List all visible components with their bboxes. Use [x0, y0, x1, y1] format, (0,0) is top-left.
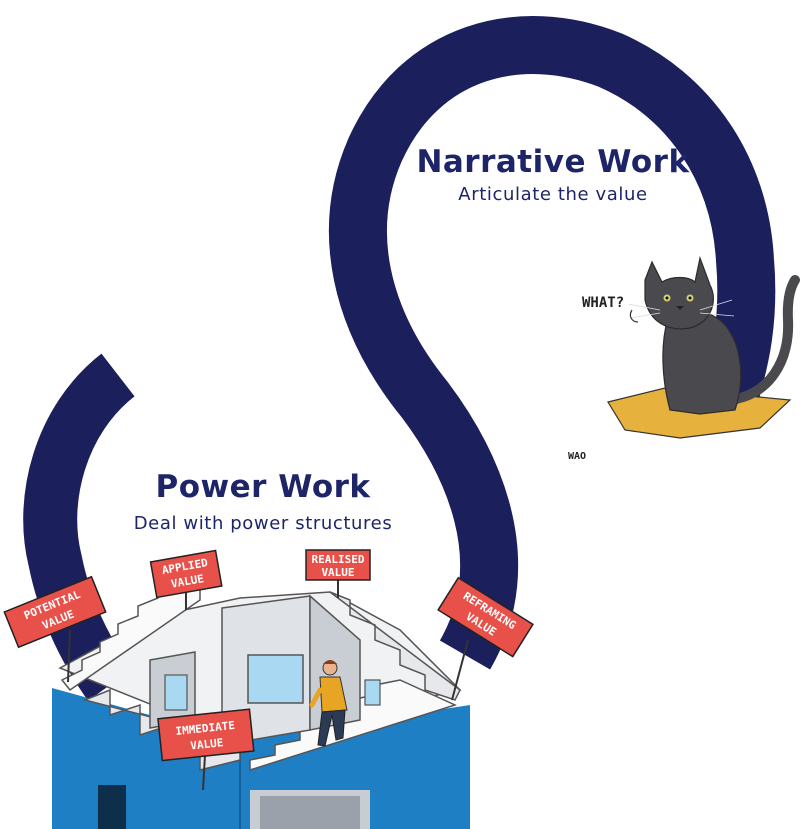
cat-scene: WHAT?	[582, 255, 800, 439]
cat-head	[644, 255, 714, 330]
walking-person	[309, 660, 348, 747]
penrose-building	[52, 579, 470, 829]
narrative-loop	[329, 16, 776, 670]
sign-realised-line1: REALISED	[312, 553, 365, 566]
sign-immediate-line2: VALUE	[190, 736, 224, 752]
sign-applied-line2: VALUE	[170, 572, 205, 591]
sign-realised-line2: VALUE	[321, 566, 354, 579]
narrative-work-subtitle: Articulate the value	[458, 184, 648, 205]
power-work-subtitle: Deal with power structures	[133, 513, 393, 534]
power-work-title: Power Work	[155, 469, 371, 505]
artist-signature: WAO	[568, 451, 586, 462]
power-loop	[23, 353, 136, 701]
sign-reframing-value: REFRAMING VALUE	[437, 576, 534, 701]
sign-immediate-value: IMMEDIATE VALUE	[157, 708, 255, 791]
sign-immediate-line1: IMMEDIATE	[175, 719, 236, 738]
narrative-work-title: Narrative Work	[416, 144, 690, 180]
sign-realised-value: REALISED VALUE	[305, 549, 371, 598]
cat-speech-bubble: WHAT?	[582, 295, 624, 311]
tower-window	[247, 654, 304, 704]
sign-applied-value: APPLIED VALUE	[149, 549, 223, 610]
cat-tail	[725, 275, 800, 405]
